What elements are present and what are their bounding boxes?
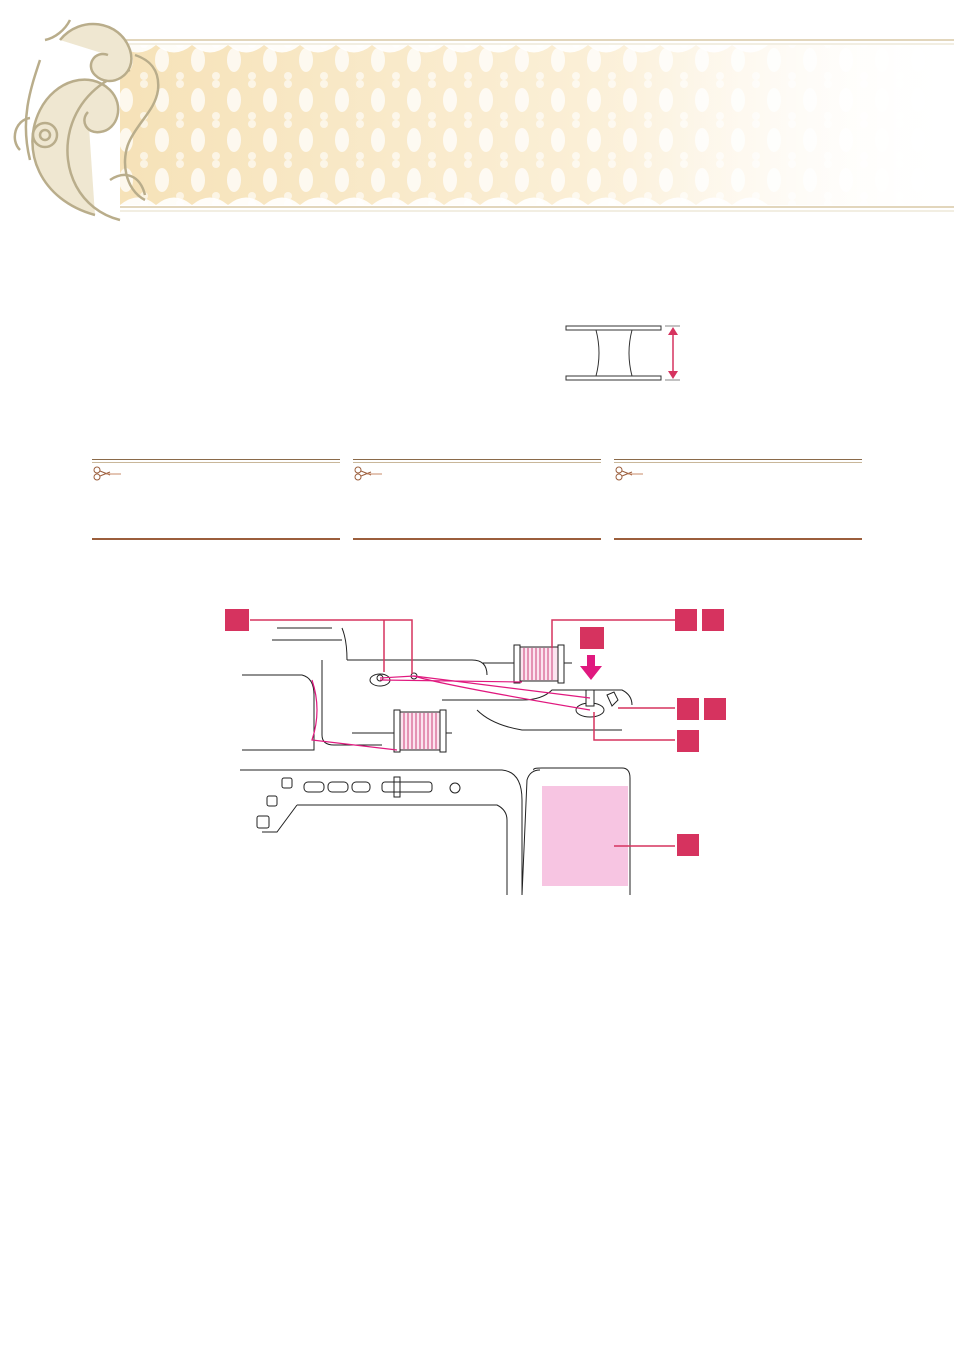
callout-upper-left	[225, 609, 249, 631]
sewing-machine-diagram	[225, 609, 726, 896]
callout-mid-right-b	[704, 698, 726, 720]
callout-lower-right	[677, 730, 699, 752]
note-box-3	[614, 456, 862, 544]
callout-mid-right-a	[677, 698, 699, 720]
note-box-2	[353, 456, 601, 544]
scroll-ornament-icon	[13, 19, 160, 222]
scissors-needle-icon	[615, 466, 643, 481]
callout-upper-right-a	[675, 609, 697, 631]
scissors-needle-icon	[93, 466, 121, 481]
callout-arrow	[580, 627, 604, 649]
callout-upper-right-b	[702, 609, 724, 631]
callout-screen	[677, 834, 699, 856]
bobbin-height-icon	[565, 325, 680, 381]
note-box-1	[92, 456, 340, 544]
header-ornament-banner	[13, 19, 954, 222]
scissors-needle-icon	[354, 466, 382, 481]
